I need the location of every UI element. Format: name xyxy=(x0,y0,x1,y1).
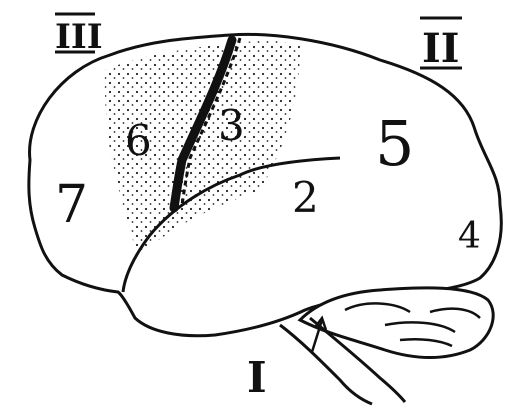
area-label-3: 3 xyxy=(218,101,245,150)
label-ii: II xyxy=(420,18,462,72)
area-label-5: 5 xyxy=(375,107,414,180)
svg-text:II: II xyxy=(422,25,459,72)
label-i: I xyxy=(247,353,267,402)
area-label-7: 7 xyxy=(55,175,88,235)
area-label-2: 2 xyxy=(292,173,319,222)
area-label-6: 6 xyxy=(125,116,152,165)
area-label-4: 4 xyxy=(458,216,481,257)
label-iii: III xyxy=(55,14,103,57)
